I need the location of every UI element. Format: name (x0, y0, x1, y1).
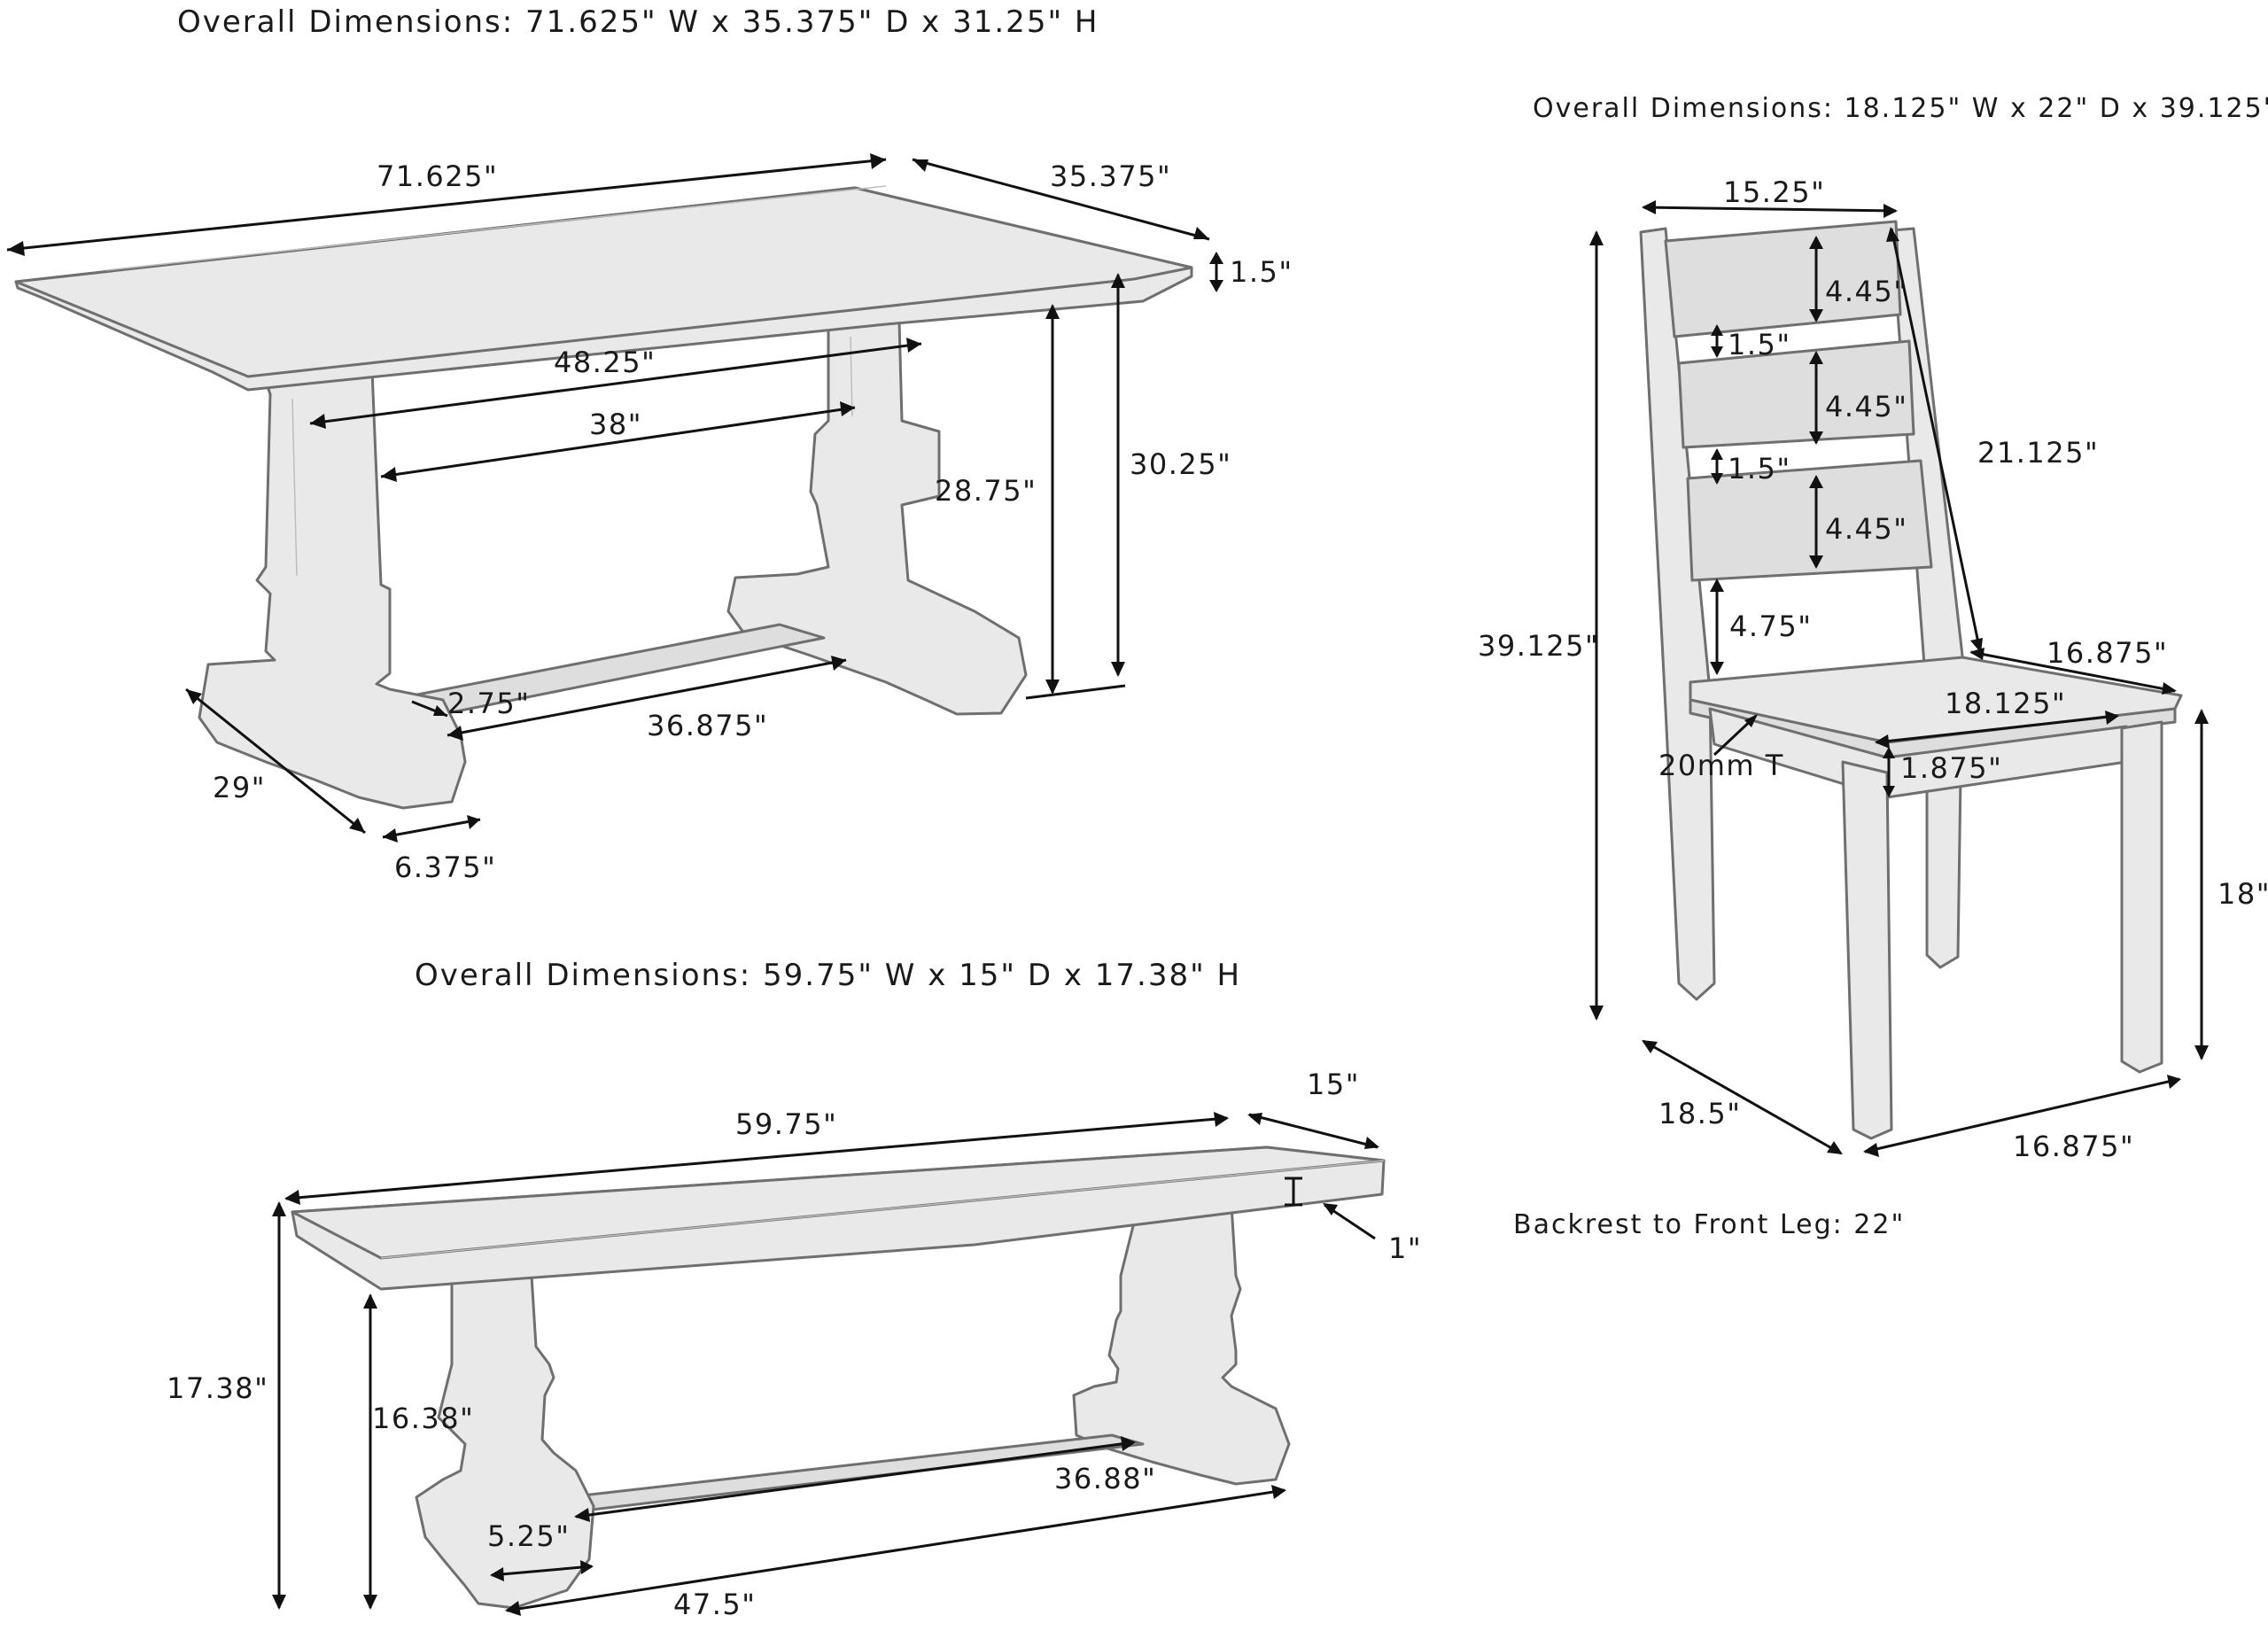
table-dimension-lines: 71.625" 35.375" 1.5" 48.25" 38" 28.75" 3… (6, 153, 1293, 884)
chair-gap-1-label: 1.5" (1728, 328, 1791, 361)
table-foot-width-label: 6.375" (394, 850, 496, 884)
chair-overall-dimensions: Overall Dimensions: 18.125" W x 22" D x … (1533, 93, 2268, 124)
bench-depth-label: 15" (1307, 1068, 1360, 1101)
bench-leg-height-label: 16.38" (372, 1402, 474, 1435)
dining-chair-drawing (1639, 220, 2183, 1140)
table-leg-height-label: 28.75" (935, 474, 1037, 508)
chair-seat-width-label: 18.125" (1945, 687, 2066, 720)
table-depth-label: 35.375" (1050, 159, 1171, 193)
chair-dimension-lines: 15.25" 4.45" 1.5" 4.45" 1.5" 4.45" 4.75"… (1478, 175, 2268, 1240)
table-overall-dimensions: Overall Dimensions: 71.625" W x 35.375" … (177, 4, 1099, 40)
bench-total-height-label: 17.38" (167, 1371, 268, 1405)
table-stretcher-offset-label: 2.75" (447, 687, 530, 720)
dining-table-drawing (14, 185, 1193, 810)
chair-backrest-note: Backrest to Front Leg: 22" (1513, 1209, 1905, 1240)
chair-gap-2-label: 1.5" (1728, 452, 1791, 485)
bench-overall-dimensions: Overall Dimensions: 59.75" W x 15" D x 1… (415, 958, 1241, 993)
table-inner-span-label: 38" (589, 408, 642, 441)
chair-apron-label: 1.875" (1900, 751, 2002, 785)
bench-dimension-lines: 59.75" 15" 1" 17.38" 16.38" 36.88" 5.25"… (167, 1068, 1422, 1621)
table-total-height-label: 30.25" (1130, 447, 1231, 481)
bench-foot-width-label: 5.25" (487, 1519, 570, 1553)
chair-total-height-label: 39.125" (1478, 629, 1599, 663)
chair-seat-height-label: 18" (2218, 877, 2268, 911)
chair-base-depth-label: 18.5" (1658, 1097, 1741, 1130)
table-pedestal-span-label: 48.25" (554, 346, 656, 379)
bench-drawing (291, 1146, 1386, 1610)
table-width-label: 71.625" (377, 159, 498, 193)
chair-slat-1-label: 4.45" (1825, 275, 1907, 308)
table-stretcher-length-label: 36.875" (647, 709, 768, 742)
table-foot-depth-label: 29" (213, 771, 266, 804)
bench-width-label: 59.75" (735, 1107, 837, 1141)
bench-top-thickness-label: 1" (1388, 1231, 1422, 1265)
chair-base-width-label: 16.875" (2013, 1130, 2134, 1163)
chair-top-width-label: 15.25" (1723, 175, 1825, 209)
chair-seat-depth-label: 16.875" (2047, 636, 2168, 670)
bench-base-span-label: 47.5" (673, 1588, 756, 1621)
chair-back-height-label: 21.125" (1977, 436, 2099, 470)
chair-seat-thickness-label: 20mm T (1658, 749, 1784, 782)
table-top-thickness-label: 1.5" (1230, 255, 1293, 289)
chair-seat-gap-label: 4.75" (1729, 610, 1812, 643)
bench-stretcher-length-label: 36.88" (1054, 1462, 1156, 1495)
chair-slat-3-label: 4.45" (1825, 512, 1907, 546)
chair-slat-2-label: 4.45" (1825, 390, 1907, 423)
